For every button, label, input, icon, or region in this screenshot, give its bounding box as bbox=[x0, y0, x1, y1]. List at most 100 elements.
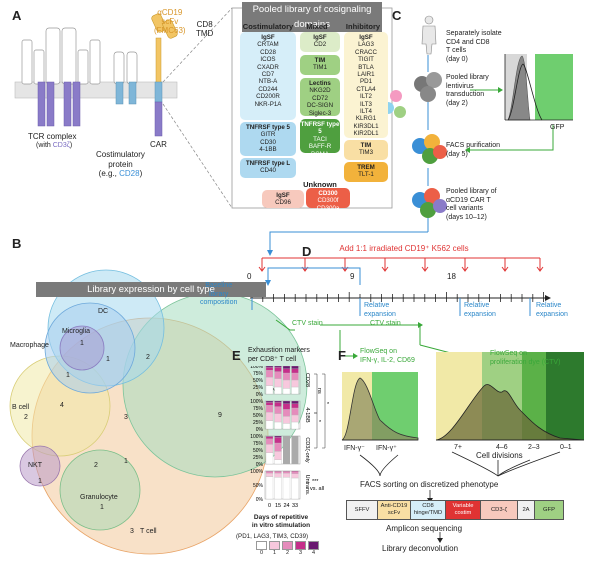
e-xtick: 15 bbox=[275, 503, 281, 509]
e-bar-segment bbox=[265, 438, 274, 445]
domain-item: CD200R bbox=[256, 93, 280, 101]
panel-b-letter: B bbox=[12, 236, 22, 251]
e-bar-segment bbox=[274, 386, 282, 395]
e-bar-segment bbox=[282, 416, 291, 424]
e-bar-segment bbox=[291, 366, 299, 369]
domain-item: LAIR1 bbox=[357, 71, 375, 79]
count-gnk: 1 bbox=[124, 458, 128, 465]
e-legend-item: 0 bbox=[256, 541, 267, 556]
e-legend-value: 2 bbox=[285, 550, 290, 556]
library-title: Pooled library of cosignaling domains bbox=[242, 2, 382, 32]
construct-cd8: CD8 hinge/TMD bbox=[411, 501, 446, 519]
f-ifn-pos: IFN-γ⁺ bbox=[376, 445, 397, 452]
e-bar-segment bbox=[274, 451, 282, 460]
tcr-label: TCR complex bbox=[28, 132, 77, 141]
e-legend-swatch bbox=[282, 541, 293, 550]
e-bar-segment bbox=[265, 385, 274, 395]
e-group-label: CD28 bbox=[304, 373, 310, 387]
red-arrow bbox=[461, 258, 469, 272]
e-bar-segment bbox=[282, 372, 291, 381]
domain-item: ICOS bbox=[260, 56, 276, 64]
domain-item: BAFF-R bbox=[308, 143, 332, 151]
e-ytick: 50% bbox=[253, 448, 264, 454]
e-bar-segment bbox=[291, 414, 299, 423]
e-bar-segment bbox=[282, 477, 291, 500]
panel-f-letter: F bbox=[338, 348, 346, 363]
domain-item: ILT4 bbox=[360, 108, 372, 116]
e-bar-segment bbox=[274, 470, 282, 472]
e-bar-segment bbox=[265, 452, 274, 465]
e-bar-segment bbox=[274, 371, 282, 379]
e-bar-segment bbox=[265, 470, 274, 472]
construct-gfp: GFP bbox=[535, 501, 563, 519]
e-xtick: 24 bbox=[283, 503, 289, 509]
set-granulocyte: Granulocyte bbox=[80, 494, 118, 501]
e-sig-triple: *** bbox=[312, 479, 319, 485]
e-bar-segment bbox=[291, 368, 299, 374]
panel-c-letter: C bbox=[392, 8, 402, 23]
red-arrow bbox=[341, 258, 349, 272]
red-arrow bbox=[536, 258, 544, 272]
e-ytick: 25% bbox=[253, 455, 264, 461]
domain-item: BTLA bbox=[358, 63, 374, 71]
e-bar-segment bbox=[291, 372, 299, 381]
e-ytick: 50% bbox=[253, 483, 264, 489]
e-legend-value: 4 bbox=[311, 550, 316, 556]
set-microglia: Microglia bbox=[62, 328, 91, 335]
set-macrophage: Macrophage bbox=[10, 342, 49, 349]
d-t9: 9 bbox=[350, 272, 355, 281]
e-ytick: 100% bbox=[250, 366, 263, 370]
e-bar-segment bbox=[282, 403, 291, 410]
col-mixed: Mixed bbox=[306, 22, 328, 31]
domain-item: BCMA bbox=[311, 150, 329, 158]
e-ytick: 100% bbox=[250, 434, 263, 440]
e-group-label: CD3ζ-only bbox=[304, 437, 310, 463]
e-bar-segment bbox=[291, 379, 299, 388]
e-xtick: 33 bbox=[292, 503, 298, 509]
construct-map: SFFV Anti-CD19 scFv CD8 hinge/TMD Variab… bbox=[346, 500, 564, 520]
e-sig-star: * bbox=[327, 402, 330, 408]
e-legend-value: 1 bbox=[272, 550, 277, 556]
e-bar-segment bbox=[282, 409, 291, 417]
e-bar-segment bbox=[282, 423, 291, 430]
panel-a-letter: A bbox=[12, 8, 22, 23]
count-dc2: 2 bbox=[146, 354, 150, 361]
e-bar-segment bbox=[274, 400, 282, 403]
f-ifn-neg: IFN-γ⁻ bbox=[344, 445, 365, 452]
e-bar-segment bbox=[282, 388, 291, 395]
e-bar-segment bbox=[274, 367, 282, 372]
panel-b-title: Library expression by cell type bbox=[36, 282, 266, 297]
e-bar-segment bbox=[265, 405, 274, 413]
e-bar-segment bbox=[274, 378, 282, 388]
e-ytick: 75% bbox=[253, 371, 264, 377]
e-legend-value: 3 bbox=[298, 550, 303, 556]
e-bar-segment bbox=[265, 476, 274, 500]
e-bar-segment bbox=[265, 367, 274, 371]
count-microglia: 1 bbox=[80, 340, 84, 347]
e-legend-item: 2 bbox=[282, 541, 293, 556]
e-bar-segment bbox=[274, 366, 282, 368]
e-bar-segment bbox=[265, 366, 274, 368]
col-unknown: Unknown bbox=[303, 180, 337, 189]
domain-item: LAG3 bbox=[358, 41, 374, 49]
set-dc: DC bbox=[98, 308, 109, 315]
e-bar-segment bbox=[274, 421, 282, 430]
col-costim: Costimulatory bbox=[242, 22, 294, 31]
e-bar-segment bbox=[282, 366, 291, 369]
domain-item: CD40 bbox=[260, 167, 276, 175]
e-bar-segment bbox=[291, 407, 299, 416]
count-b-cell: 2 bbox=[24, 414, 28, 421]
e-xtick: 0 bbox=[268, 503, 271, 509]
e-legend-swatch bbox=[269, 541, 280, 550]
domain-item: CD300a bbox=[316, 204, 340, 212]
e-bar-segment bbox=[265, 435, 274, 437]
count-9: 9 bbox=[218, 412, 222, 419]
